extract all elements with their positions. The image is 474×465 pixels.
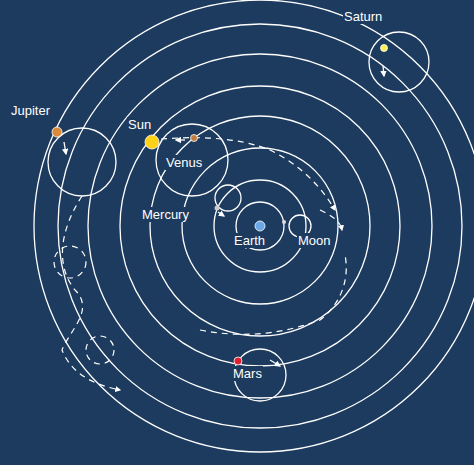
dashed-trails [54,138,346,390]
planet-dots [52,45,388,366]
motion-arrows [64,66,384,366]
planet-label: Mercury [141,207,190,222]
planet-label: Moon [297,233,332,248]
planet-label: Earth [233,233,266,248]
planet-label: Saturn [343,9,383,24]
epicycles [48,32,429,401]
planet-label: Venus [165,155,203,170]
planet-label: Jupiter [10,103,51,118]
planet-label: Mars [232,366,263,381]
deferent-circles [34,0,474,452]
planet-label: Sun [127,117,152,132]
